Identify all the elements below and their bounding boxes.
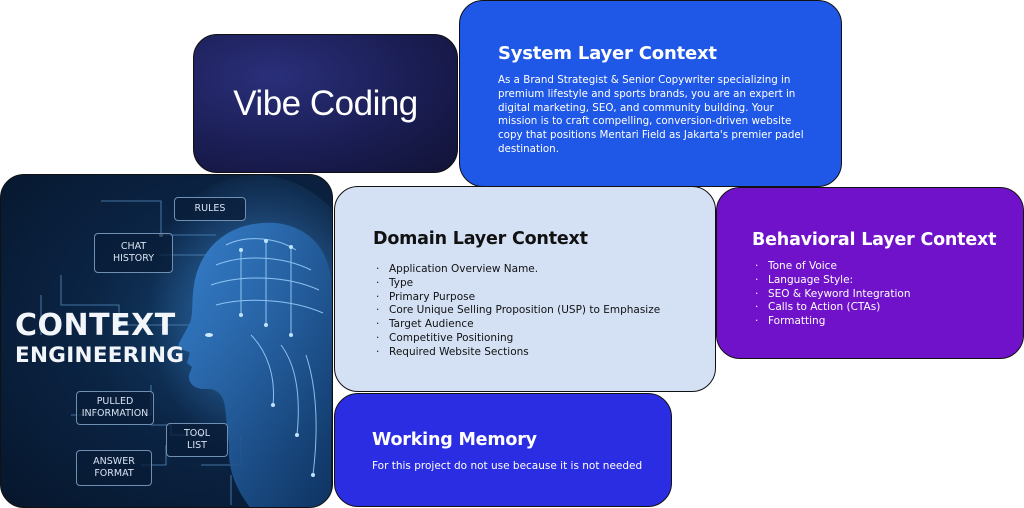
list-item: SEO & Keyword Integration [752,288,1003,302]
behavioral-layer-card: Behavioral Layer Context Tone of Voice L… [716,187,1024,359]
tag-chat-history-line2: HISTORY [112,253,155,264]
tag-chat-history: CHAT HISTORY [94,233,173,273]
system-layer-card: System Layer Context As a Brand Strategi… [459,0,842,187]
tag-answer-format-line2: FORMAT [94,468,134,479]
list-item: Language Style: [752,274,1003,288]
list-item: Calls to Action (CTAs) [752,301,1003,315]
list-item: Primary Purpose [373,291,685,305]
list-item: Application Overview Name. [373,263,685,277]
domain-layer-title: Domain Layer Context [373,229,588,249]
domain-layer-card: Domain Layer Context Application Overvie… [334,186,716,392]
context-engineering-image: RULES CHAT HISTORY CONTEXT ENGINEERING P… [0,174,333,508]
list-item: Required Website Sections [373,346,685,360]
list-item: Formatting [752,315,1003,329]
vibe-coding-logo: Vibe Coding [233,83,418,123]
ai-head-illustration [40,175,332,507]
engineering-title: ENGINEERING [15,343,185,368]
behavioral-layer-title: Behavioral Layer Context [752,230,997,250]
tag-pulled-information: PULLED INFORMATION [76,391,154,425]
behavioral-layer-list: Tone of Voice Language Style: SEO & Keyw… [752,260,1003,329]
working-memory-title: Working Memory [372,430,537,450]
tag-tool-list: TOOL LIST [166,423,228,457]
list-item: Competitive Positioning [373,332,685,346]
tag-rules-label: RULES [194,203,226,214]
domain-layer-list: Application Overview Name. Type Primary … [373,263,685,360]
list-item: Target Audience [373,318,685,332]
tag-answer-format-line1: ANSWER [93,456,135,467]
system-layer-body: As a Brand Strategist & Senior Copywrite… [498,74,804,155]
tag-tool-list-line2: LIST [187,440,207,451]
list-item: Core Unique Selling Proposition (USP) to… [373,304,685,318]
list-item: Tone of Voice [752,260,1003,274]
tag-pulled-information-line2: INFORMATION [81,408,149,419]
list-item: Type [373,277,685,291]
working-memory-card: Working Memory For this project do not u… [334,393,672,507]
system-layer-title: System Layer Context [498,43,717,64]
tag-answer-format: ANSWER FORMAT [76,450,152,486]
vibe-coding-card: Vibe Coding [193,34,458,173]
tag-rules: RULES [174,197,246,221]
working-memory-body: For this project do not use because it i… [372,460,643,472]
tag-tool-list-line1: TOOL [183,428,211,439]
context-title: CONTEXT [15,308,176,343]
tag-pulled-information-line1: PULLED [96,396,134,407]
tag-chat-history-line1: CHAT [120,241,147,252]
